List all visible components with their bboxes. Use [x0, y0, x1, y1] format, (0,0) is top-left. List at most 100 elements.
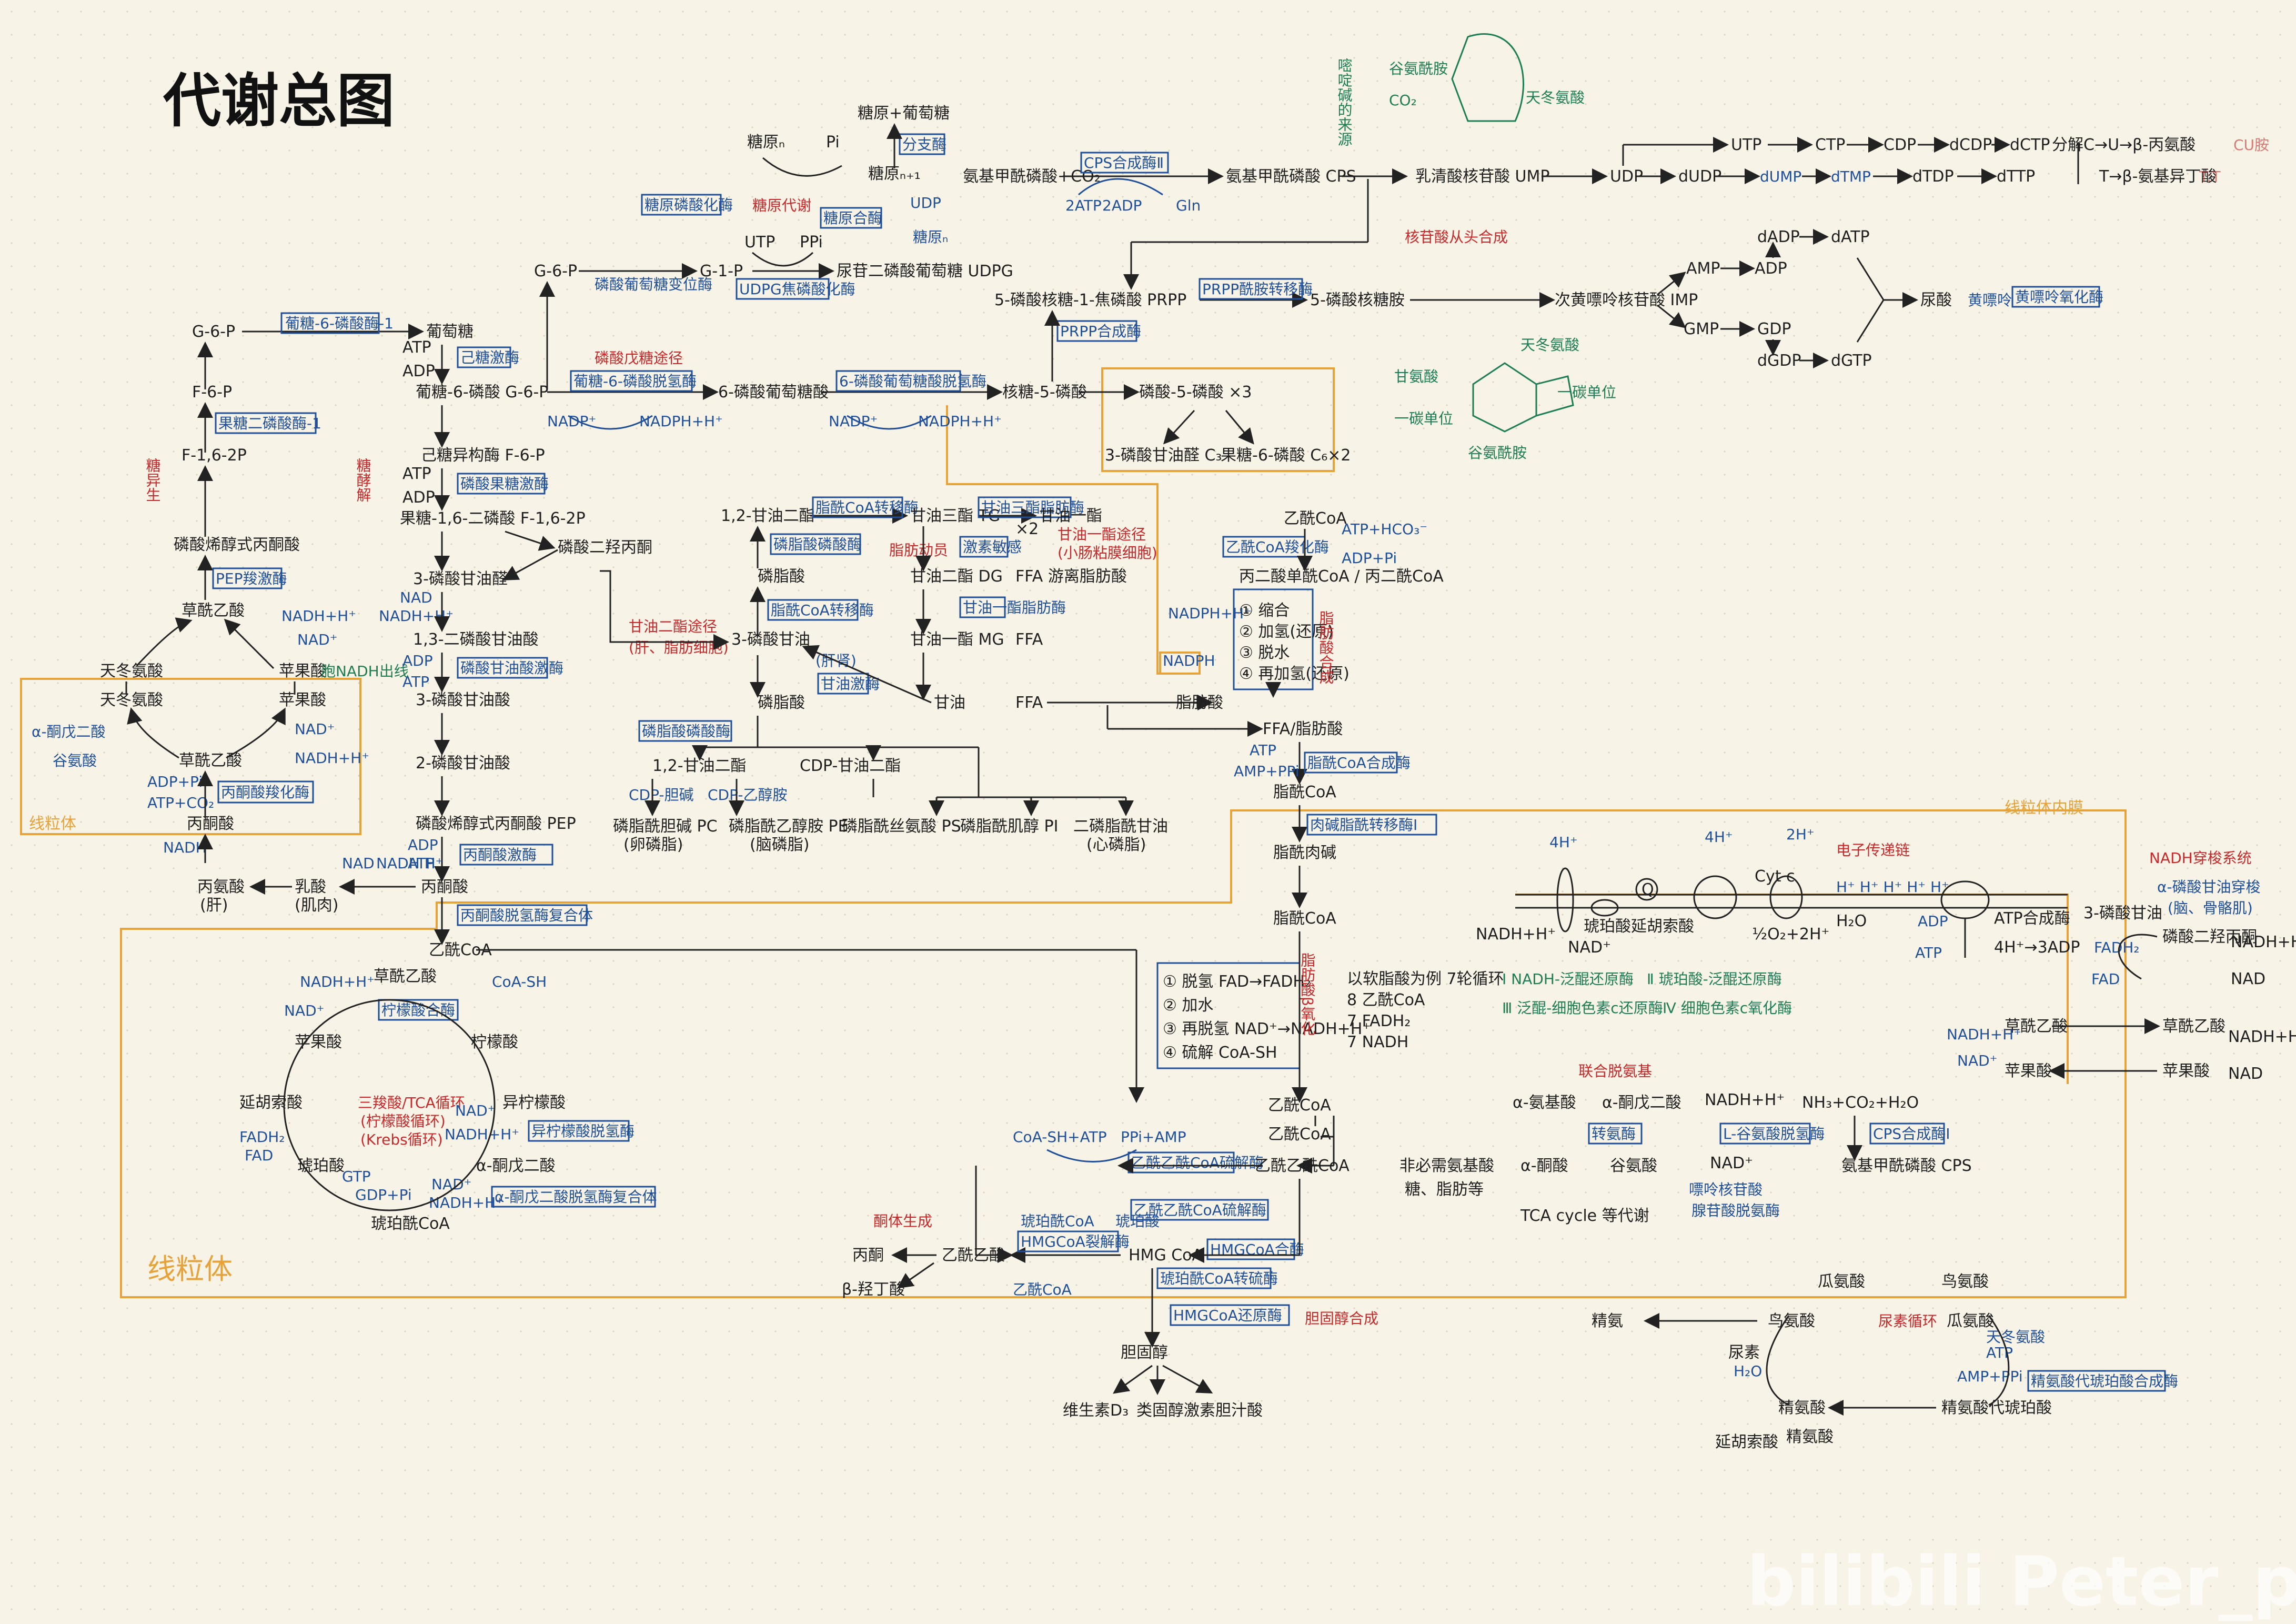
- thymine-degradation: T→β-氨基异丁酸: [2099, 167, 2217, 186]
- enzyme-ass: 精氨酸代琥珀酸合成酶: [2031, 1372, 2178, 1390]
- oaa-shuttle-out: 草酰乙酸: [2162, 1017, 2225, 1036]
- enzyme-g6pase: 葡糖-6-磷酸酶-1: [285, 315, 394, 332]
- alpha-amino-acid: α-氨基酸: [1513, 1094, 1576, 1112]
- acetyl-coa-ketone: 乙酰CoA: [1013, 1281, 1072, 1298]
- dttp: dTTP: [1997, 167, 2035, 186]
- dump: dUMP: [1760, 168, 1801, 185]
- cdp-dag: CDP-甘油二酯: [800, 757, 901, 775]
- fas-step-4: ④ 再加氢(还原): [1239, 665, 1350, 683]
- phosphatidic-acid: 磷脂酸: [758, 567, 805, 586]
- mito-label-small: 线粒体: [29, 815, 76, 833]
- ribose-5-phosphate: 核糖-5-磷酸: [1002, 383, 1087, 402]
- g6p-top: G-6-P: [534, 262, 577, 280]
- cdp-choline: CDP-胆碱: [629, 786, 694, 804]
- phosphatidylinositol: 磷脂酰肌醇 PI: [960, 817, 1058, 836]
- nadp-1: NADP⁺: [547, 413, 596, 430]
- atp-synthase: [1940, 880, 1990, 919]
- nad-2: NAD⁺: [295, 720, 335, 738]
- nadph-link: [946, 405, 1160, 675]
- enzyme-scot: 琥珀酰CoA转硫酶: [1160, 1270, 1278, 1287]
- citrulline: 瓜氨酸: [1947, 1312, 1994, 1330]
- pep-left: 磷酸烯醇式丙酮酸: [174, 536, 300, 554]
- complex-3-label: Ⅲ 泛醌-细胞色素c还原酶: [1502, 999, 1663, 1017]
- enzyme-mgl: 甘油一酯脂肪酶: [963, 599, 1066, 616]
- glycogen-n: 糖原ₙ: [747, 133, 785, 152]
- acetoacetyl-coa: 乙酰乙酰CoA: [1255, 1157, 1350, 1175]
- isocitrate: 异柠檬酸: [502, 1094, 566, 1112]
- adp-n: ADP: [1755, 259, 1787, 278]
- malate-tca: 苹果酸: [295, 1033, 342, 1051]
- aspartate-cyto: 天冬氨酸: [100, 662, 163, 680]
- arginine: 精氨酸: [1778, 1399, 1826, 1417]
- enzyme-prpp-synthetase: PRPP合成酶: [1060, 323, 1141, 340]
- enzyme-idh: 异柠檬酸脱氢酶: [531, 1122, 635, 1140]
- adp-2: ADP: [402, 362, 435, 380]
- nadph-2: NADPH+H⁺: [918, 413, 1002, 430]
- adp-pi-1: ADP+Pi: [147, 773, 203, 790]
- citrulline-top: 瓜氨酸: [1818, 1272, 1865, 1291]
- nadh-1: NADH+H⁺: [281, 607, 356, 625]
- adp-etc: ADP: [1918, 913, 1948, 930]
- atp-synthase-label: ATP合成酶: [1994, 909, 2070, 928]
- nadph-small-box: [1159, 651, 1201, 675]
- fad-shuttle: FAD: [2091, 970, 2120, 988]
- label-ppp: 磷酸戊糖途径: [595, 349, 683, 367]
- cdp-ethanolamine: CDP-乙醇胺: [708, 786, 788, 804]
- fas-step-1: ① 缩合: [1239, 602, 1290, 620]
- dag: 1,2-甘油二酯: [721, 507, 815, 525]
- glycine-source: 甘氨酸: [1394, 368, 1438, 385]
- enzyme-hexokinase: 己糖激酶: [460, 349, 519, 366]
- h-plus-row: H⁺ H⁺ H⁺ H⁺ H⁺: [1836, 878, 1949, 896]
- nad-shuttle-3: NAD: [2228, 1065, 2263, 1083]
- non-essential-aa: 非必需氨基酸: [1399, 1157, 1494, 1175]
- dgtp: dGTP: [1831, 352, 1872, 370]
- ornithine-top: 鸟氨酸: [1941, 1272, 1989, 1291]
- amp-urea: AMP+PPi: [1957, 1368, 2023, 1385]
- electron-transport-chain: 电子传递链 线粒体内膜 4H⁺ 4H⁺ 2H⁺ H⁺ H⁺ H⁺ H⁺ H⁺ N…: [1476, 799, 2083, 1017]
- dhap: 磷酸二羟丙酮: [558, 538, 652, 557]
- alanine-sub: (肝): [200, 896, 228, 915]
- mito-label: 线粒体: [147, 1252, 233, 1286]
- nadph-1: NADPH+H⁺: [639, 413, 723, 430]
- complex-2-label: Ⅱ 琥珀酸-泛醌还原酶: [1647, 970, 1782, 988]
- nadh-shuttle: NADH穿梭系统 α-磷酸甘油穿梭 (脑、骨骼肌) 3-磷酸甘油 磷酸二羟丙酮 …: [1947, 849, 2296, 1083]
- uric-acid: 尿酸: [1920, 291, 1952, 309]
- coa-sh: CoA-SH: [492, 973, 547, 990]
- enzyme-tgl: 甘油三酯脂肪酶: [981, 499, 1084, 516]
- glycogen-glucose: 糖原+葡萄糖: [858, 104, 950, 123]
- atp-1: ATP: [402, 338, 431, 357]
- lecithin: (卵磷脂): [623, 836, 683, 854]
- note-dg-pathway: 甘油二酯途径: [629, 618, 717, 635]
- label-etc: 电子传递链: [1836, 841, 1910, 859]
- 6-phosphogluconate: 6-磷酸葡萄糖酸: [718, 383, 829, 402]
- phosphatidylserine: 磷脂酰丝氨酸 PS: [842, 817, 961, 836]
- cdp: CDP: [1884, 136, 1916, 154]
- enzyme-pfk: 磷酸果糖激酶: [460, 475, 549, 493]
- acyl-coa: 脂酰CoA: [1273, 783, 1336, 801]
- gdp-n: GDP: [1757, 320, 1791, 338]
- note-intestine: (小肠粘膜细胞): [1058, 544, 1157, 562]
- beta-step-1: ① 脱氢 FAD→FADH₂: [1163, 973, 1311, 991]
- enzyme-glycogen-phosphorylase: 糖原磷酸化酶: [645, 196, 733, 214]
- ppi: PPi: [800, 233, 823, 252]
- vitamin-d3: 维生素D₃: [1063, 1401, 1129, 1420]
- complex-1: [1556, 867, 1574, 933]
- enzyme-glycerol-kinase: 甘油激酶: [821, 675, 880, 693]
- label-purine-synthesis: 核苷酸从头合成: [1405, 228, 1508, 246]
- acetyl-coa-top: 乙酰CoA: [1284, 509, 1347, 528]
- co2-source: CO₂: [1389, 92, 1417, 109]
- tca-metabolism: TCA cycle 等代谢: [1520, 1207, 1649, 1225]
- ubiquinone: [1635, 878, 1658, 901]
- phosphatidylcholine: 磷脂酰胆碱 PC: [613, 817, 718, 836]
- carbamoyl-phosphate-cps2: 氨基甲酰磷酸 CPS: [1226, 167, 1356, 186]
- nadh-urea: NADH+H⁺: [1705, 1091, 1785, 1109]
- nadp-2: NADP⁺: [829, 413, 878, 430]
- palmitate-calc-1: 以软脂酸为例 7轮循环: [1347, 970, 1504, 988]
- enzyme-lpat: 脂酰CoA转移酶: [771, 602, 874, 619]
- dag-2: 1,2-甘油二酯: [652, 757, 747, 775]
- udp: UDP: [910, 194, 941, 212]
- nh3-co2-h2o: NH₃+CO₂+H₂O: [1802, 1094, 1919, 1112]
- dcdp: dCDP: [1949, 136, 1992, 154]
- enzyme-fbpase: 果糖二磷酸酶-1: [218, 415, 321, 432]
- h-plus-1: 4H⁺: [1549, 834, 1578, 851]
